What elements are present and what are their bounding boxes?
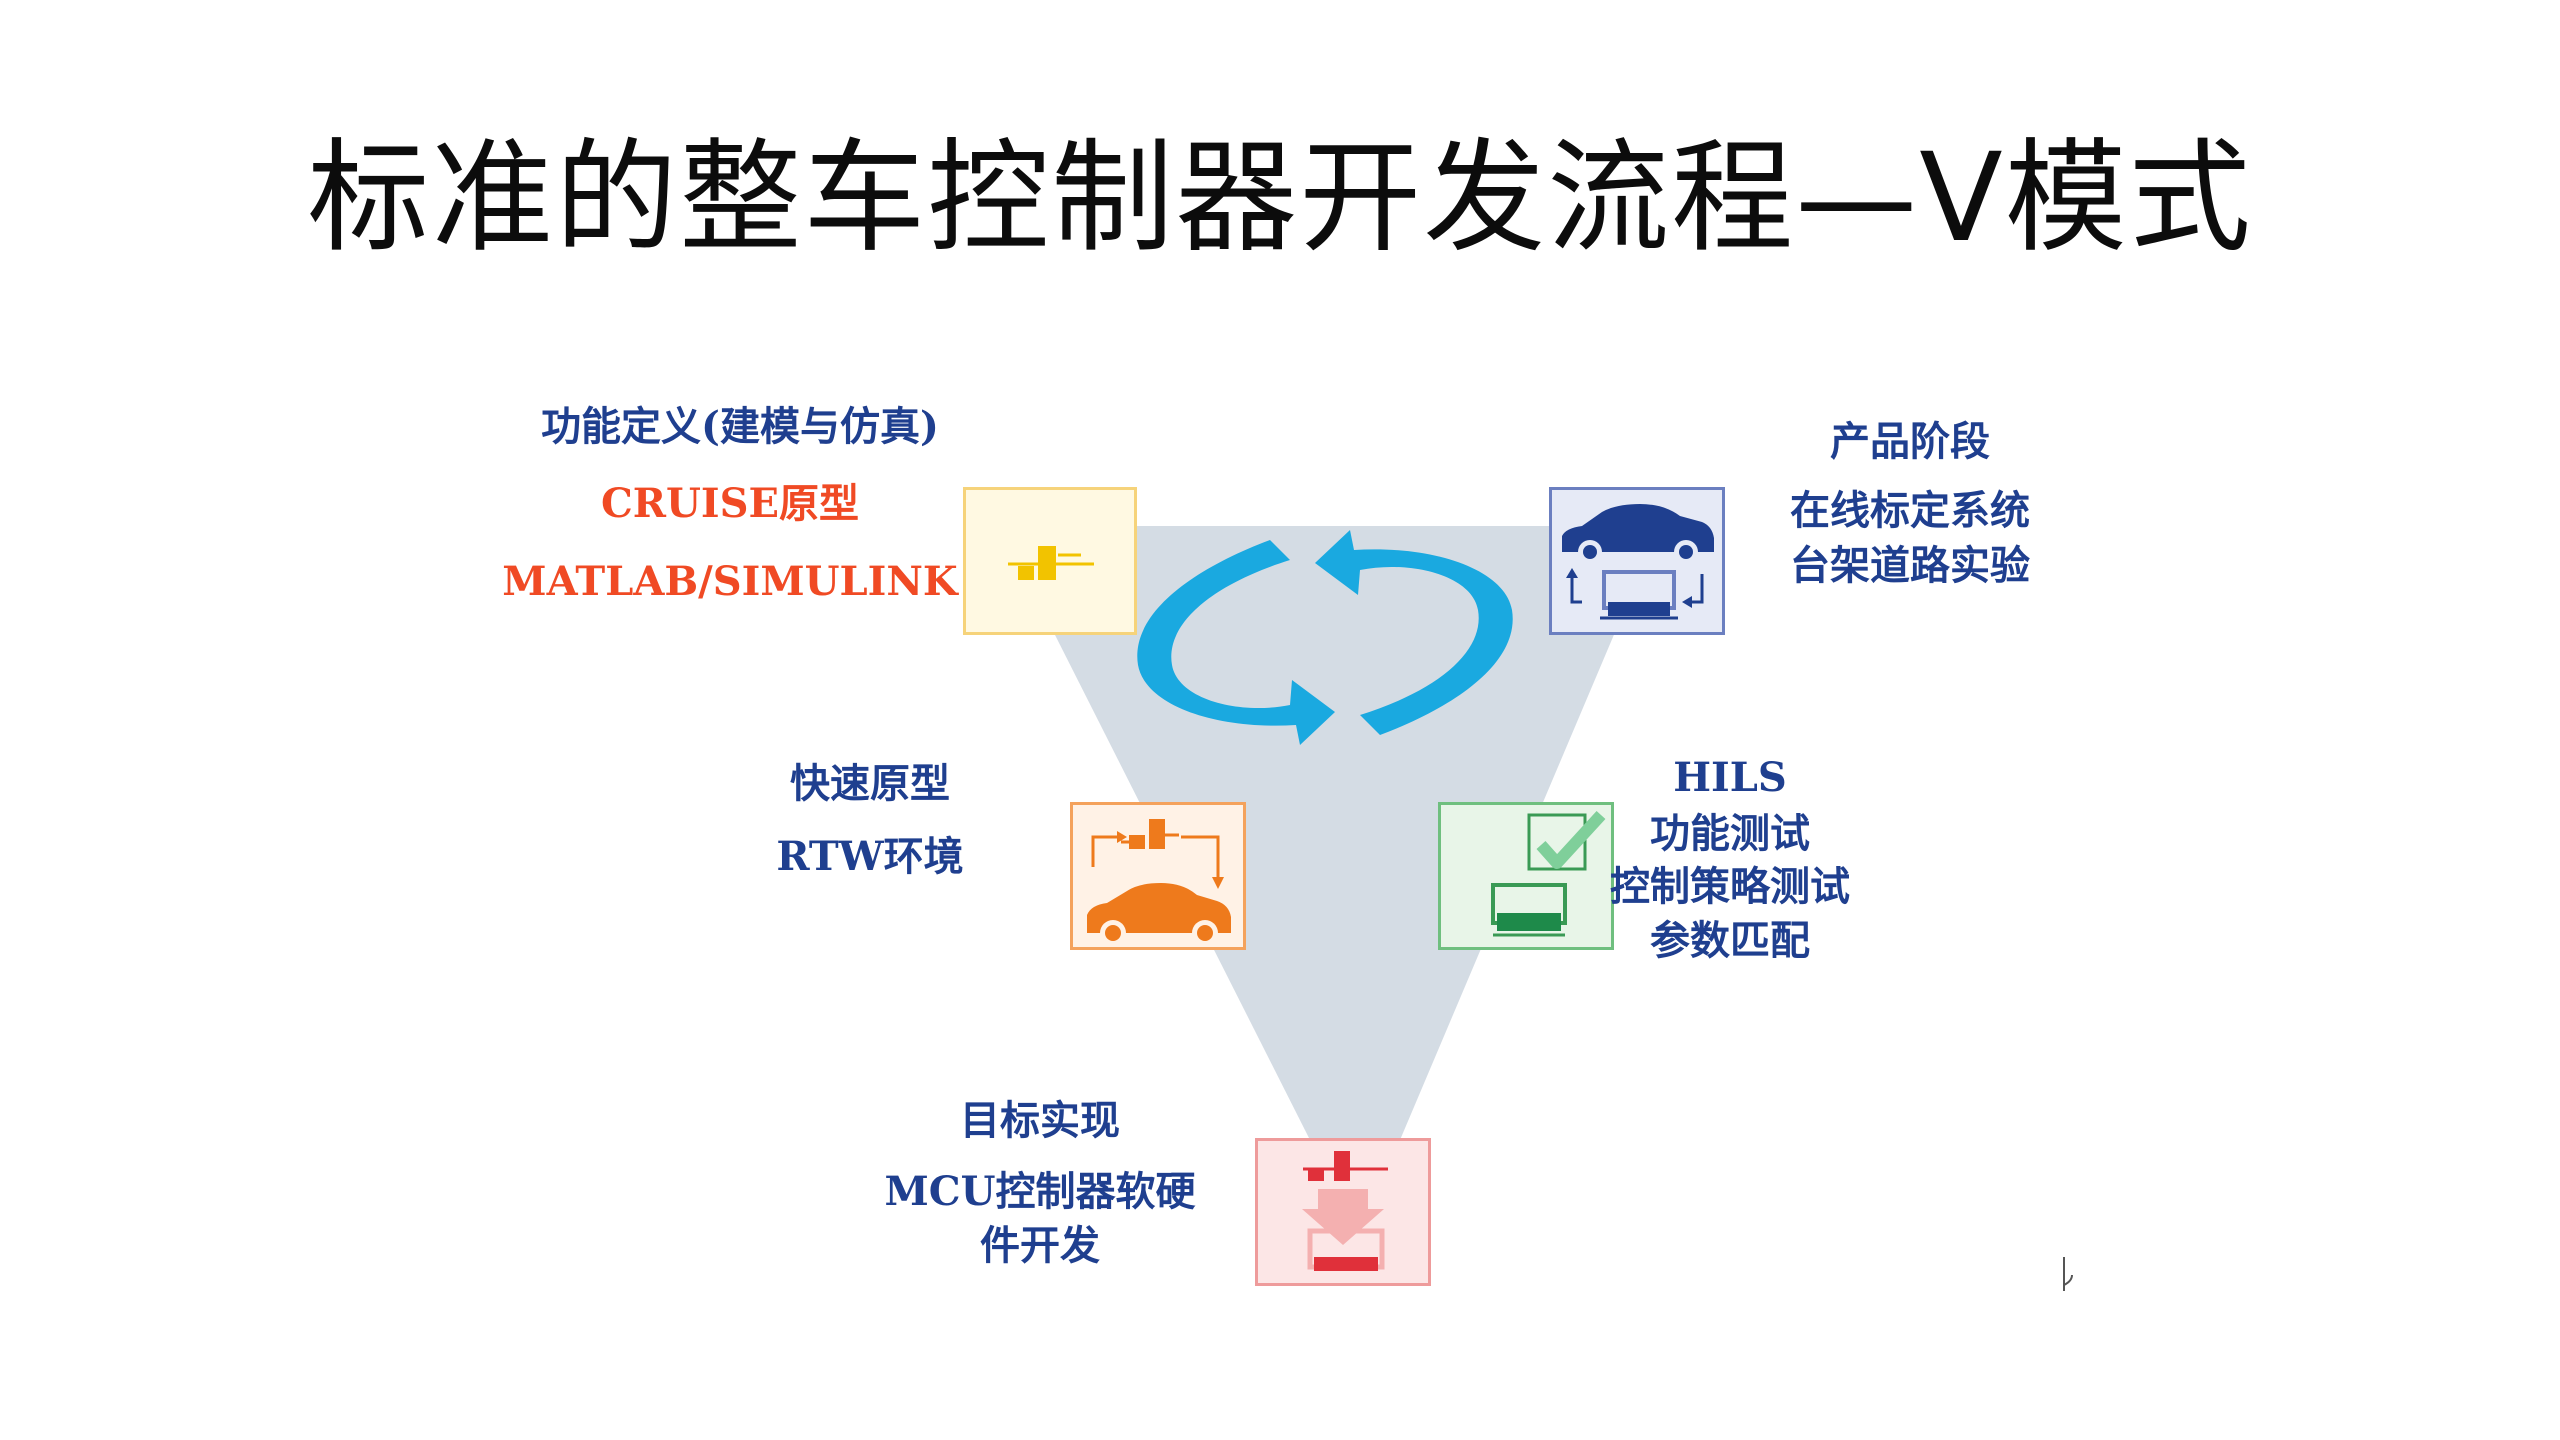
text-cursor-icon <box>2063 1257 2073 1291</box>
hils-label: HILS <box>1673 754 1787 801</box>
arrow-swoosh-upper <box>1315 530 1513 735</box>
circular-arrows-icon <box>1137 530 1513 745</box>
car-prototype-loop-icon <box>1087 819 1231 946</box>
rapid-prototype-label: 快速原型 <box>790 760 950 807</box>
control-strategy-test-label: 控制策略测试 <box>1610 863 1850 910</box>
product-stage-label: 产品阶段 <box>1830 418 1990 465</box>
control-block-icon <box>1008 546 1094 580</box>
rapid-prototype-box <box>1070 802 1246 950</box>
hils-box <box>1438 802 1614 950</box>
parameter-matching-label: 参数匹配 <box>1650 917 1810 964</box>
arrow-swoosh-lower <box>1137 540 1335 745</box>
online-calibration-label: 在线标定系统 <box>1790 487 2030 534</box>
bench-road-test-label: 台架道路实验 <box>1790 542 2030 589</box>
cruise-prototype-label: CRUISE原型 <box>600 480 860 527</box>
target-implementation-label: 目标实现 <box>960 1097 1120 1144</box>
function-test-label: 功能测试 <box>1650 810 1810 857</box>
rtw-environment-label: RTW环境 <box>776 833 964 880</box>
matlab-simulink-label: MATLAB/SIMULINK <box>502 558 958 605</box>
function-definition-heading: 功能定义(建模与仿真) <box>541 403 939 450</box>
car-loop-icon <box>1562 504 1714 620</box>
download-to-chip-icon <box>1302 1151 1388 1271</box>
slide-title: 标准的整车控制器开发流程—V模式 <box>307 127 2253 269</box>
mcu-development-label-line1: MCU控制器软硬 <box>884 1168 1196 1215</box>
target-implementation-box <box>1255 1138 1431 1286</box>
mcu-development-label-line2: 件开发 <box>980 1222 1100 1269</box>
product-stage-box <box>1549 487 1725 635</box>
hardware-check-icon <box>1491 810 1606 937</box>
function-definition-box <box>963 487 1137 635</box>
